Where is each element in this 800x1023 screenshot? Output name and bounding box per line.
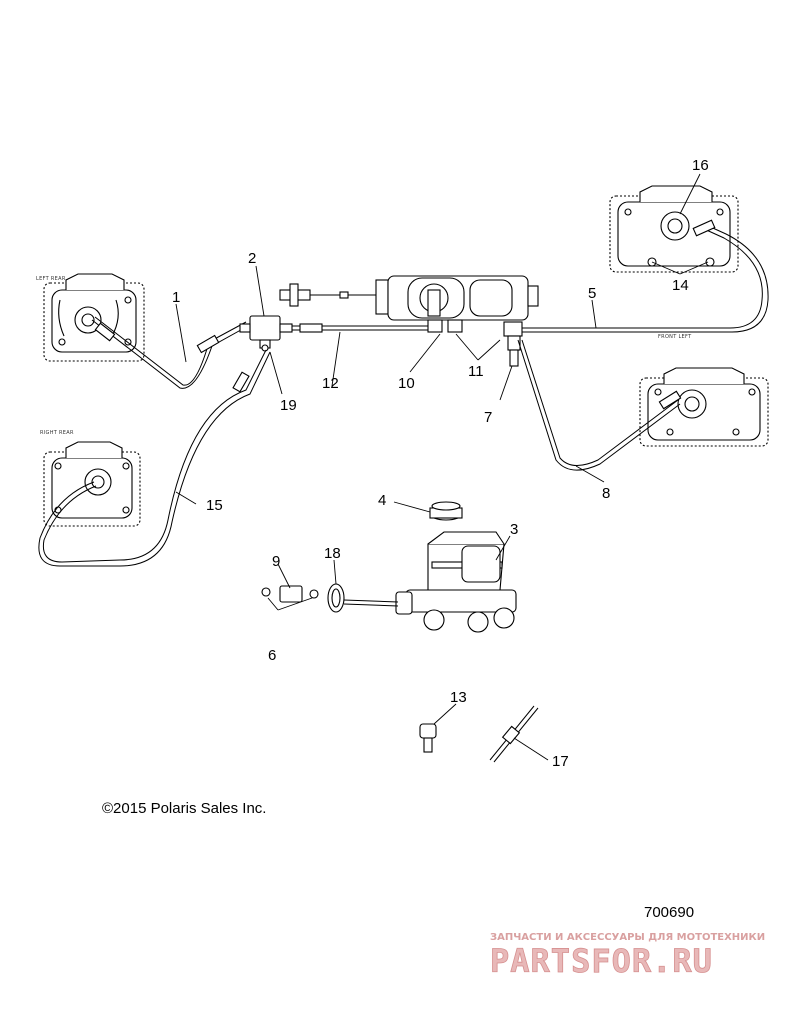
label-right-rear: RIGHT REAR <box>40 430 74 436</box>
label-front-left: FRONT LEFT <box>658 334 692 340</box>
leader-lines <box>175 173 709 761</box>
callout-8: 8 <box>602 485 610 502</box>
callouts: 1 2 3 4 5 6 7 8 9 10 11 12 13 14 15 16 1… <box>172 157 709 770</box>
brake-tee-block <box>239 315 293 352</box>
callout-2: 2 <box>248 250 256 267</box>
callout-16: 16 <box>692 157 709 174</box>
diagram-part-number: 700690 <box>644 904 694 921</box>
callout-4: 4 <box>378 492 386 509</box>
callout-14: 14 <box>672 277 689 294</box>
caliper-front-top <box>609 185 739 273</box>
callout-17: 17 <box>552 753 569 770</box>
callout-3: 3 <box>510 521 518 538</box>
callout-10: 10 <box>398 375 415 392</box>
master-cylinder-exploded <box>261 501 517 633</box>
watermark-brand: PARTSFOR.RU <box>490 942 713 980</box>
caliper-right-rear <box>43 441 141 527</box>
callout-13: 13 <box>450 689 467 706</box>
callout-5: 5 <box>588 285 596 302</box>
clip-13 <box>419 723 437 753</box>
callout-15: 15 <box>206 497 223 514</box>
label-left-rear: LEFT REAR <box>36 276 66 282</box>
brake-line-15 <box>38 349 271 567</box>
callout-6: 6 <box>268 647 276 664</box>
callout-1: 1 <box>172 289 180 306</box>
callout-19: 19 <box>280 397 297 414</box>
callout-18: 18 <box>324 545 341 562</box>
brake-line-5 <box>522 219 769 333</box>
watermark-tagline: ЗАПЧАСТИ И АКСЕССУАРЫ ДЛЯ МОТОТЕХНИКИ <box>490 932 765 943</box>
callout-7: 7 <box>484 409 492 426</box>
brake-line-1 <box>91 316 249 389</box>
callout-11: 11 <box>468 363 484 380</box>
cable-tie-17 <box>489 705 539 763</box>
master-cylinder-mounted <box>279 275 539 367</box>
copyright-text: ©2015 Polaris Sales Inc. <box>102 800 266 817</box>
callout-12: 12 <box>322 375 339 392</box>
caliper-left-rear <box>43 273 145 362</box>
brake-line-12 <box>292 323 428 333</box>
brake-line-8 <box>517 339 682 471</box>
callout-9: 9 <box>272 553 280 570</box>
caliper-front-lower <box>639 367 769 447</box>
watermark-logo: ЗАПЧАСТИ И АКСЕССУАРЫ ДЛЯ МОТОТЕХНИКИ PA… <box>490 932 765 980</box>
